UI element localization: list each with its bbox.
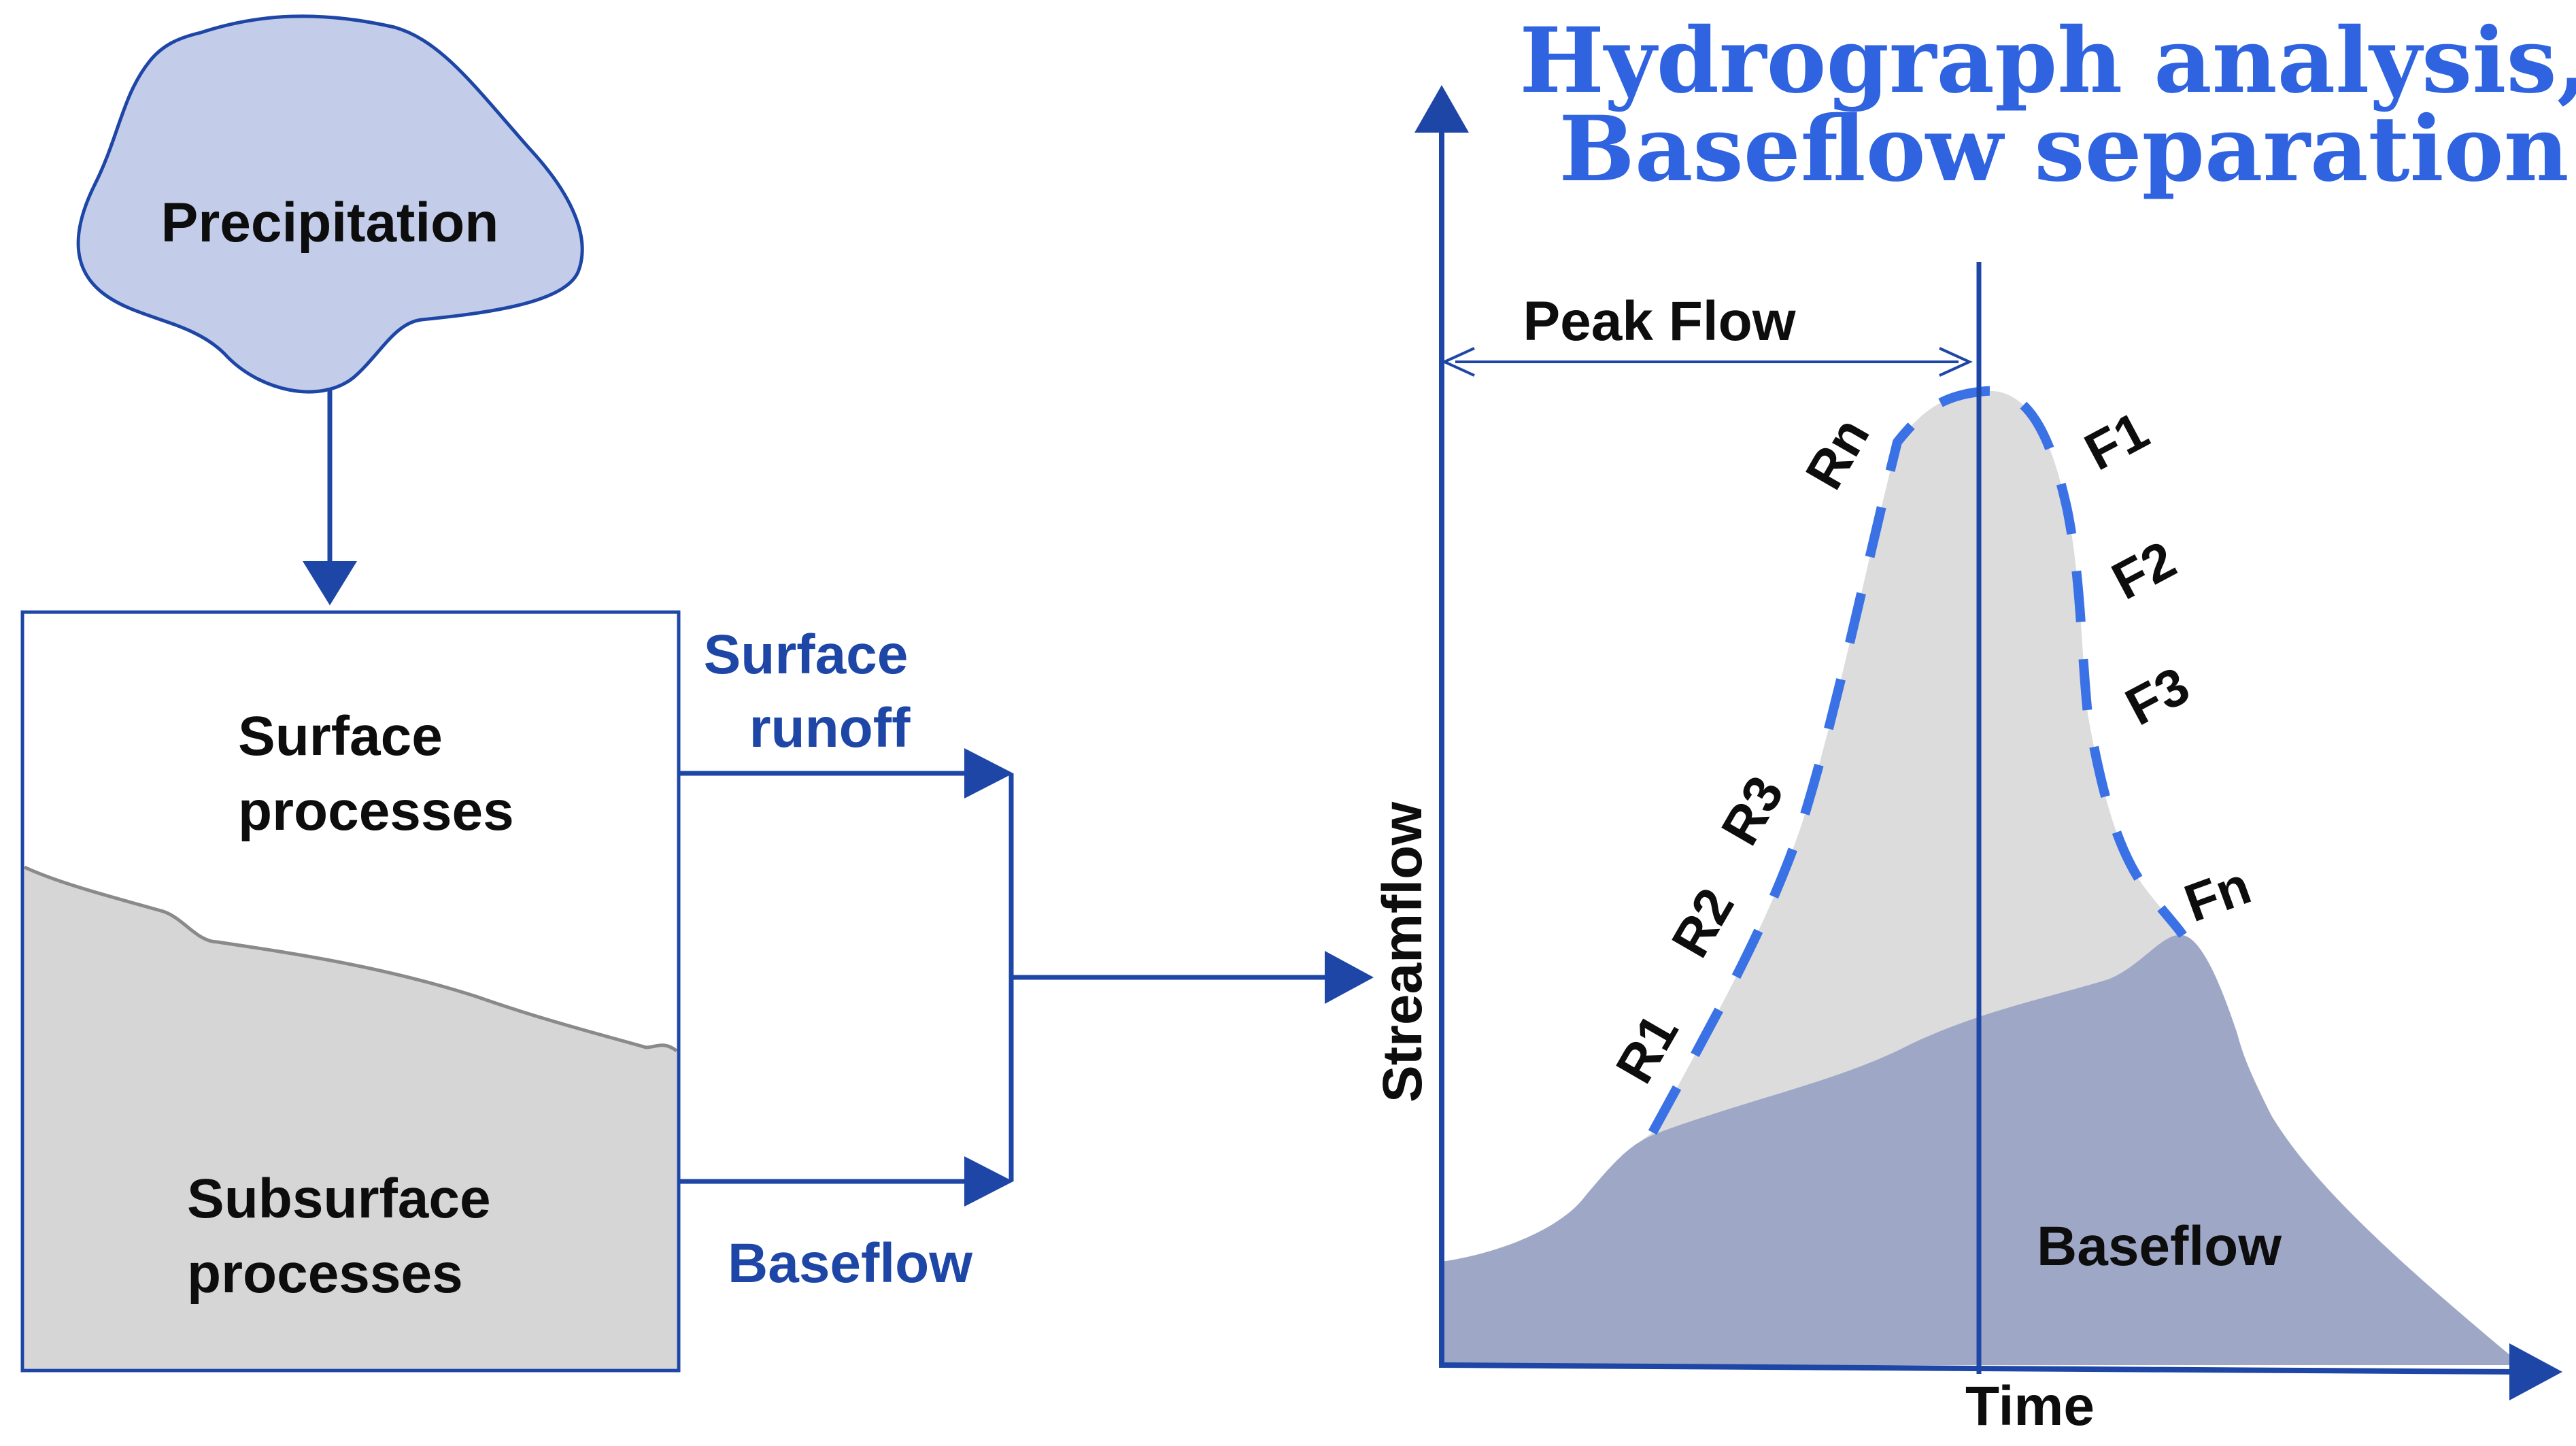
surface-runoff-arrowhead <box>964 748 1013 798</box>
precipitation-label: Precipitation <box>161 192 499 254</box>
baseflow-area-label: Baseflow <box>2037 1215 2282 1277</box>
rising-limb-label-r2: R2 <box>1660 878 1746 966</box>
falling-limb-label-f3: F3 <box>2116 655 2199 737</box>
baseflow-flow-label: Baseflow <box>728 1232 972 1294</box>
ground-surface-line <box>23 865 678 1053</box>
x-axis-label: Time <box>1965 1375 2095 1437</box>
peak-flow-label: Peak Flow <box>1523 290 1795 352</box>
rising-limb-label-rn: Rn <box>1794 407 1881 499</box>
x-axis-arrowhead <box>2509 1343 2562 1400</box>
surface-runoff-label-2: runoff <box>749 697 911 759</box>
rising-limb-label-r1: R1 <box>1604 1004 1690 1092</box>
surface-processes-label-2: processes <box>238 780 514 842</box>
y-axis-label: Streamflow <box>1372 802 1434 1103</box>
combined-flow-arrowhead <box>1325 951 1374 1004</box>
surface-runoff-label-1: Surface <box>704 624 909 686</box>
falling-limb-label-fn: Fn <box>2177 855 2258 933</box>
precipitation-cloud <box>76 14 584 394</box>
diagram-title-line-1: Hydrograph analysis, <box>1519 8 2576 114</box>
subsurface-processes-label-2: processes <box>187 1243 463 1305</box>
y-axis-arrowhead <box>1414 85 1469 133</box>
subsurface-ground <box>24 867 677 1368</box>
baseflow-arrowhead <box>964 1156 1013 1207</box>
surface-processes-label-1: Surface <box>238 705 443 767</box>
falling-limb-label-f1: F1 <box>2075 400 2158 482</box>
subsurface-processes-label-1: Subsurface <box>187 1168 491 1230</box>
falling-limb-label-f2: F2 <box>2102 529 2185 611</box>
precipitation-arrowhead <box>303 561 357 605</box>
peak-flow-span-left-head <box>1441 347 1475 377</box>
peak-flow-span-right-head <box>1939 347 1973 377</box>
hydrograph-dashed-limb <box>1648 386 2187 1135</box>
rising-limb-label-r3: R3 <box>1710 766 1795 854</box>
diagram-title-line-2: Baseflow separation <box>1559 97 2569 202</box>
